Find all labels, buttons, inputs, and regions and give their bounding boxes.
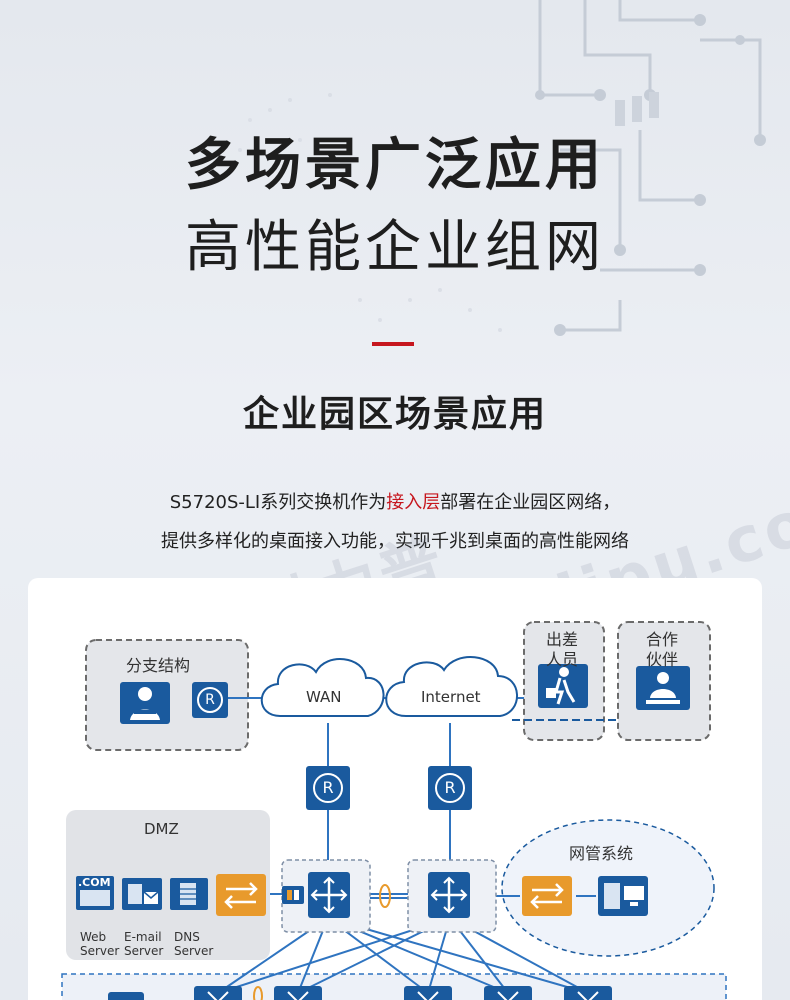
access-switch-icon: [274, 986, 322, 1000]
web-server-label: Web Server: [80, 930, 119, 958]
description-highlight: 接入层: [386, 492, 441, 513]
email-server-icon: [122, 878, 162, 910]
travel-label-2: 人员: [546, 650, 579, 669]
headline-line-1: 多场景广泛应用: [185, 133, 605, 198]
dns-server-label-1: DNS: [174, 930, 200, 944]
router-glyph: R: [444, 778, 456, 797]
dns-server-label: DNS Server: [174, 930, 213, 958]
access-switch-icon: [194, 986, 242, 1000]
wan-router-icon: [306, 766, 350, 810]
web-server-icon: [76, 876, 114, 910]
wan-label: WAN: [306, 688, 342, 706]
wan-cloud-icon: [260, 658, 385, 717]
description-line-1: S5720S-LI系列交换机作为接入层部署在企业园区网络，: [0, 488, 790, 514]
nms-server-icon: [598, 876, 648, 916]
description-text: 部署在企业园区网络，: [440, 492, 621, 513]
branch-user-icon: [120, 682, 170, 724]
email-server-label-1: E-mail: [124, 930, 162, 944]
router-glyph: R: [205, 692, 215, 708]
description-text: S5720S-LI系列交换机作为: [169, 492, 387, 513]
access-zone: [61, 973, 727, 1000]
traveler-icon: [538, 664, 588, 708]
link-aggregation-icon: [379, 884, 391, 908]
firewall-icon: [282, 886, 304, 904]
router-glyph: R: [322, 778, 334, 797]
internet-label: Internet: [421, 688, 481, 706]
internet-router-icon: [428, 766, 472, 810]
dmz-box: [66, 810, 270, 960]
circuit-background: [238, 0, 766, 336]
nms-exchange-icon: [522, 876, 572, 916]
access-switch-icon: [404, 986, 452, 1000]
partner-icon: [636, 666, 690, 710]
network-diagram: 分支结构 R WAN Internet 出差 人员 合作 伙伴 R R DMZ …: [28, 578, 762, 1000]
com-label: .COM: [78, 876, 111, 889]
partner-label-1: 合作: [646, 630, 679, 649]
headline-line-2: 高性能企业组网: [185, 215, 605, 280]
partner-label-2: 伙伴: [646, 650, 679, 669]
section-subtitle: 企业园区场景应用: [242, 394, 547, 435]
link-aggregation-icon: [253, 986, 263, 1000]
dmz-label: DMZ: [144, 820, 179, 838]
access-switch-icon: [564, 986, 612, 1000]
web-server-label-2: Server: [80, 944, 120, 958]
branch-label: 分支结构: [126, 656, 191, 675]
core-switch-left-icon: [281, 859, 371, 933]
dns-server-icon: [170, 878, 208, 910]
branch-router-icon: [192, 682, 228, 718]
web-server-label-1: Web: [80, 930, 107, 944]
travel-label-1: 出差: [546, 630, 579, 649]
access-device-icon: [108, 992, 144, 1000]
network-diagram-canvas: [61, 621, 727, 1000]
email-server-label-2: Server: [124, 944, 164, 958]
core-switch-right-icon: [407, 859, 497, 933]
accent-divider: [372, 342, 414, 346]
nms-label: 网管系统: [569, 844, 634, 863]
internet-cloud-icon: [385, 656, 518, 717]
dmz-exchange-icon: [216, 874, 266, 916]
dns-server-label-2: Server: [174, 944, 214, 958]
description-line-2: 提供多样化的桌面接入功能，实现千兆到桌面的高性能网络: [161, 531, 629, 552]
access-switch-icon: [484, 986, 532, 1000]
email-server-label: E-mail Server: [124, 930, 163, 958]
